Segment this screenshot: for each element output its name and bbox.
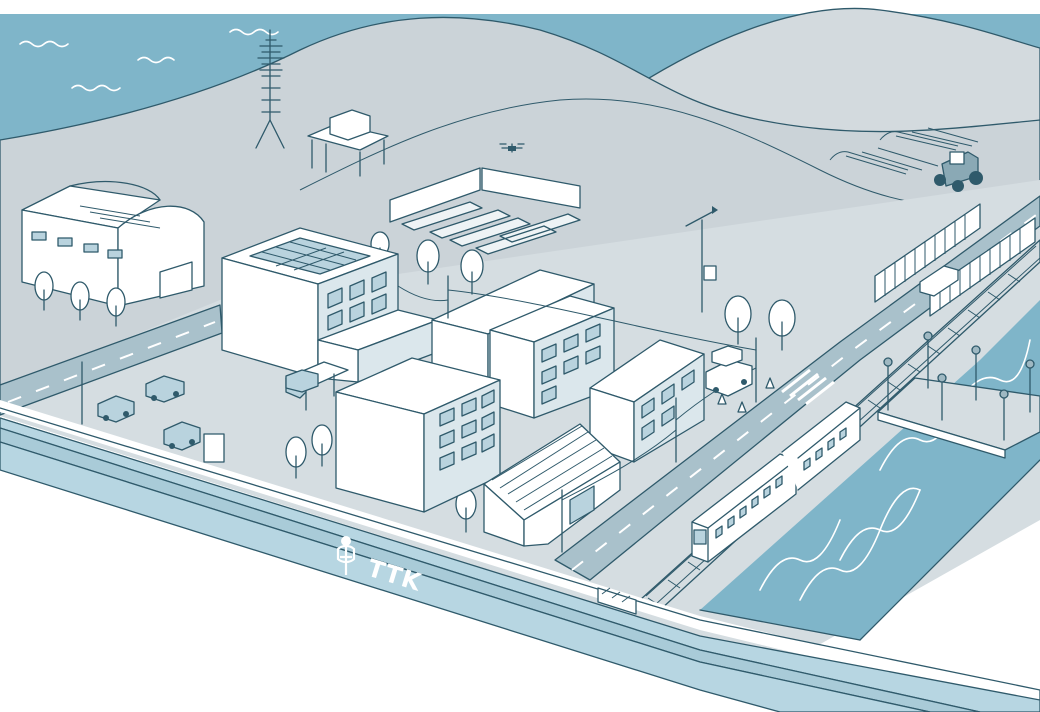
tree-icon xyxy=(460,249,484,295)
electrical-box xyxy=(203,433,225,463)
car-icon xyxy=(145,375,185,403)
crosswalk xyxy=(781,368,835,406)
street-light-icon xyxy=(937,373,947,383)
sea-waves xyxy=(19,28,279,92)
car-icon xyxy=(711,345,743,367)
traffic-cones xyxy=(717,377,775,413)
building-front xyxy=(335,357,501,513)
greenhouses xyxy=(829,127,979,175)
water-tower-icon xyxy=(307,109,389,177)
drone-icon xyxy=(499,143,525,153)
tree-icon xyxy=(455,488,477,533)
car-icon xyxy=(97,395,135,423)
tree-icon xyxy=(106,287,126,327)
car-icon xyxy=(285,369,319,393)
parked-cars xyxy=(97,345,753,451)
tree-icon xyxy=(311,424,333,467)
fence-right xyxy=(874,203,1036,317)
tree-icon xyxy=(724,295,752,345)
street-light-icon xyxy=(923,331,933,341)
utility-poles xyxy=(81,275,757,553)
hangar-building xyxy=(21,180,205,307)
road-main xyxy=(554,195,1040,581)
building-tall-c xyxy=(489,295,615,419)
warehouse-small xyxy=(483,423,621,547)
tractor-icon xyxy=(934,151,983,192)
car-icon xyxy=(919,265,959,297)
solar-panels xyxy=(389,167,581,255)
tree-icon xyxy=(34,271,54,311)
tree-icon xyxy=(70,281,90,321)
train xyxy=(691,401,861,563)
building-right xyxy=(589,339,705,463)
bridge xyxy=(877,377,1040,459)
tree-icon xyxy=(768,299,796,351)
solar-roof-panels xyxy=(249,237,371,275)
street-light-icon xyxy=(1025,359,1035,369)
junction-box-icon xyxy=(597,587,637,615)
car-icon xyxy=(163,421,201,451)
street-light-icon xyxy=(971,345,981,355)
tree-icon xyxy=(285,436,307,479)
street-lights xyxy=(883,331,1035,441)
weather-station-icon xyxy=(685,206,718,313)
cable-duct xyxy=(0,400,1040,712)
ttk-figure-logo xyxy=(336,536,356,575)
street-light-icon xyxy=(883,357,893,367)
street-light-icon xyxy=(999,389,1009,399)
road-left-markings xyxy=(7,321,216,403)
tree-icon xyxy=(416,239,440,285)
radio-tower-icon xyxy=(255,29,285,149)
